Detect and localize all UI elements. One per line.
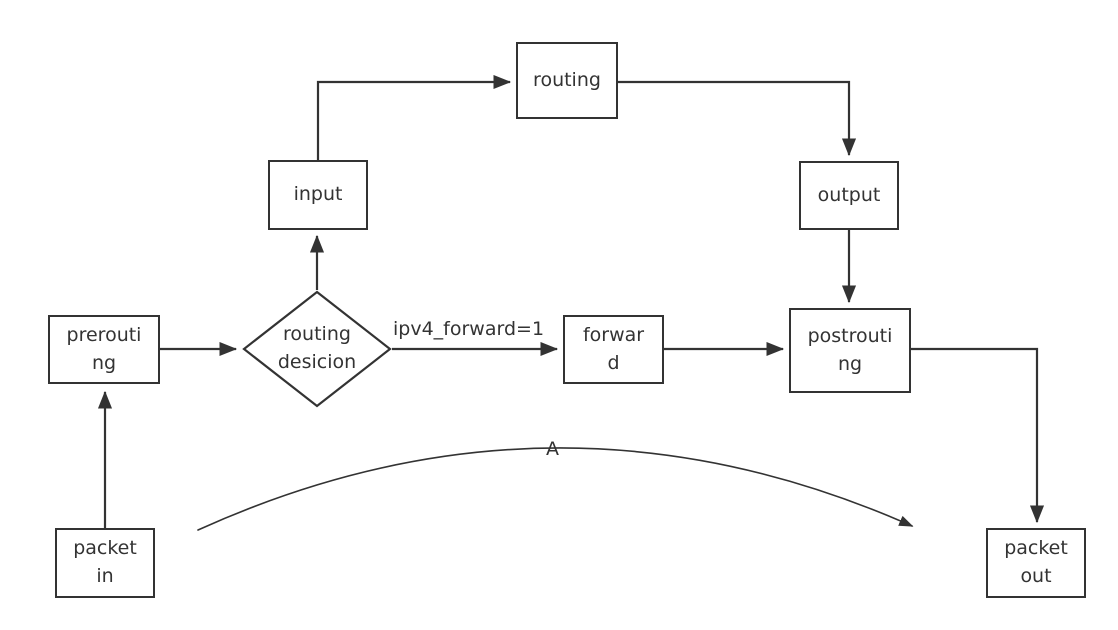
node-packet-in-label: packet in [73, 537, 137, 587]
edge-label-ipv4-forward: ipv4_forward=1 [393, 318, 545, 340]
diamond-shape [242, 290, 392, 408]
node-postrouting[interactable]: postrouti ng [789, 308, 911, 393]
node-forward[interactable]: forwar d [563, 315, 664, 384]
node-packet-out[interactable]: packet out [986, 528, 1086, 598]
node-routing-label: routing [533, 68, 601, 91]
node-routing-decision-label: routing desicion [277, 323, 357, 373]
node-packet-out-label: packet out [1004, 537, 1068, 587]
node-packet-in[interactable]: packet in [55, 528, 155, 598]
edge-arc-a [197, 447, 914, 531]
node-input[interactable]: input [268, 160, 368, 230]
node-prerouting[interactable]: prerouti ng [48, 315, 160, 384]
node-postrouting-label: postrouti ng [807, 324, 893, 375]
arc-label-a: A [546, 438, 559, 460]
node-prerouting-label: prerouti ng [66, 323, 142, 374]
edge-routing-to-output [618, 80, 857, 157]
edge-postrouting-to-packet-out [911, 347, 1045, 524]
node-routing-decision[interactable]: routing desicion [242, 290, 392, 408]
edge-input-to-routing [316, 74, 512, 160]
node-routing[interactable]: routing [516, 42, 618, 119]
node-output[interactable]: output [799, 161, 899, 230]
node-input-label: input [293, 183, 343, 206]
node-forward-label: forwar d [582, 323, 645, 374]
node-output-label: output [817, 183, 881, 206]
